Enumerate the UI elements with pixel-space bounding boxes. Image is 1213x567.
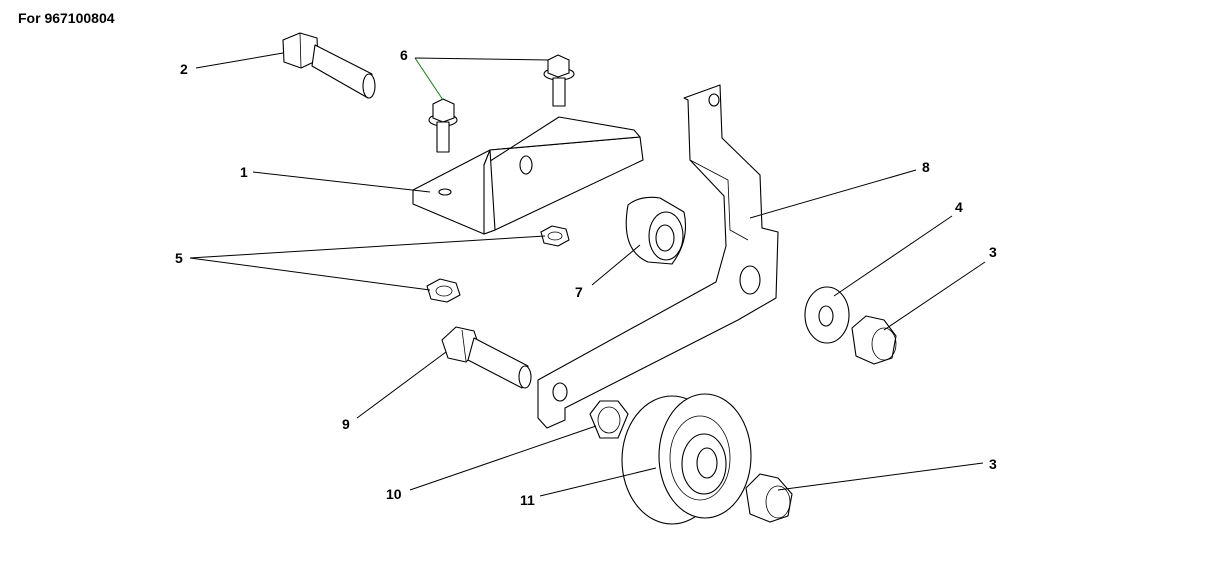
page-title: For 967100804 bbox=[18, 10, 115, 26]
callout-2: 2 bbox=[180, 61, 188, 77]
callout-9: 9 bbox=[342, 416, 350, 432]
leader-10 bbox=[409, 425, 597, 491]
part-10-nut bbox=[589, 400, 629, 439]
callout-8: 8 bbox=[922, 159, 930, 175]
callout-6: 6 bbox=[400, 47, 408, 63]
leader-4 bbox=[833, 215, 953, 297]
part-2-bolt bbox=[282, 32, 376, 99]
leader-5b bbox=[189, 257, 431, 291]
part-6-flange-bolt-right bbox=[543, 54, 575, 107]
part-8-idler-arm bbox=[537, 84, 779, 429]
part-1-bracket bbox=[412, 116, 644, 235]
leader-3a bbox=[883, 261, 986, 331]
callout-3-upper: 3 bbox=[989, 244, 997, 260]
leader-6a bbox=[414, 57, 444, 101]
part-3-locknut-upper bbox=[851, 315, 897, 365]
callout-4: 4 bbox=[955, 199, 963, 215]
part-3-locknut-lower bbox=[745, 473, 793, 523]
callout-7: 7 bbox=[575, 284, 583, 300]
leader-3b bbox=[777, 462, 984, 491]
callout-11: 11 bbox=[520, 492, 535, 508]
part-7-spacer bbox=[625, 196, 687, 265]
part-4-washer bbox=[804, 286, 850, 344]
callout-5: 5 bbox=[175, 250, 183, 266]
part-5-nut-lower bbox=[426, 278, 461, 303]
part-11-pulley bbox=[621, 393, 752, 525]
part-5-nut-upper bbox=[540, 225, 570, 247]
leader-1 bbox=[252, 171, 431, 193]
callout-10: 10 bbox=[386, 486, 402, 502]
callout-1: 1 bbox=[240, 164, 248, 180]
leader-9 bbox=[356, 351, 447, 419]
callout-labels: 1 2 3 3 4 5 6 7 8 9 10 11 bbox=[175, 47, 997, 508]
leader-6b bbox=[414, 57, 549, 61]
leader-8 bbox=[749, 169, 917, 219]
leader-5a bbox=[189, 235, 546, 259]
leader-7 bbox=[591, 244, 641, 286]
part-6-flange-bolt-left bbox=[428, 98, 458, 153]
leader-11 bbox=[539, 467, 657, 497]
callout-3-lower: 3 bbox=[989, 456, 997, 472]
leader-lines bbox=[189, 52, 986, 497]
leader-2 bbox=[195, 52, 284, 69]
part-9-bolt bbox=[441, 326, 532, 389]
